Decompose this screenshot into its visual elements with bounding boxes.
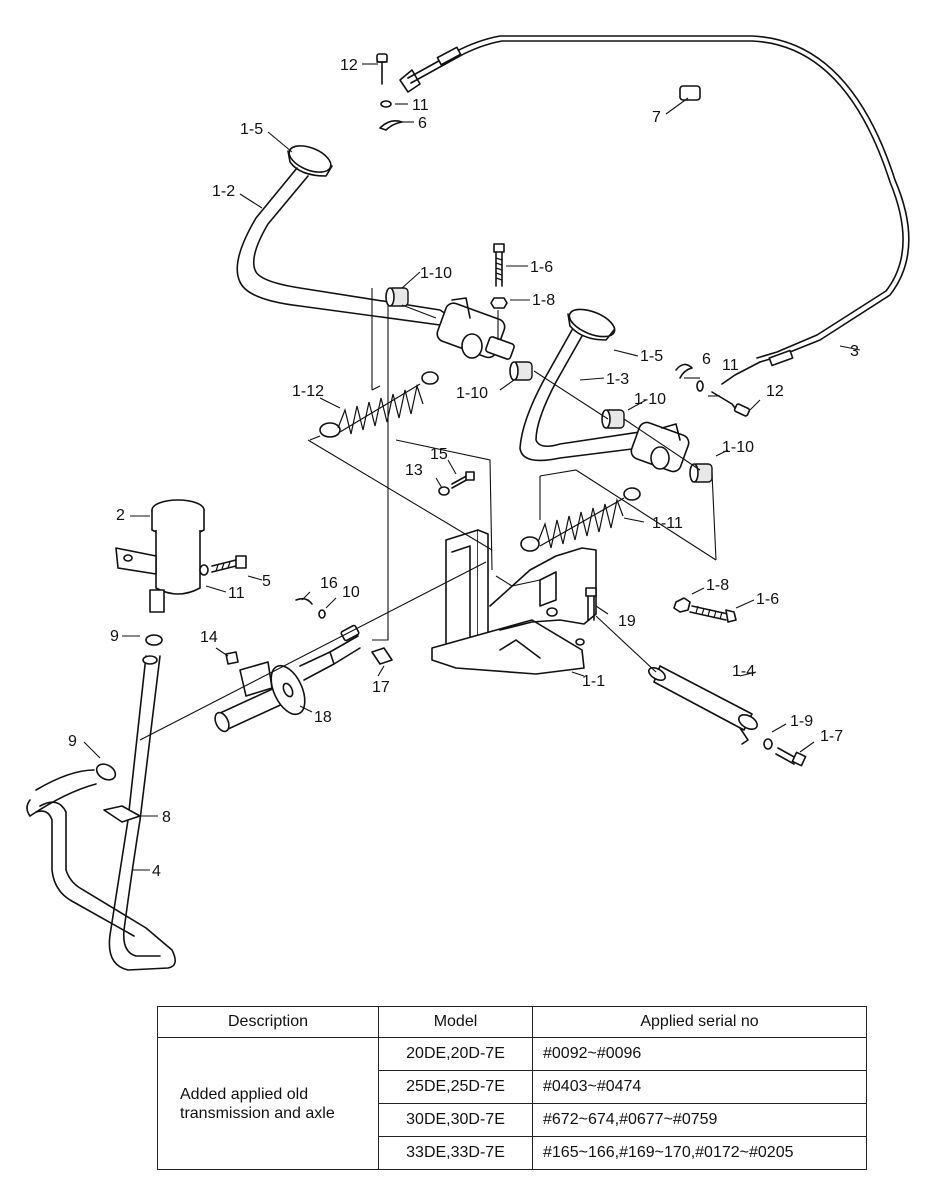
model-cell: 25DE,25D-7E bbox=[378, 1070, 533, 1104]
callout-1-3: 1-3 bbox=[606, 371, 629, 388]
callout-1-11: 1-11 bbox=[652, 515, 683, 532]
callout-7: 7 bbox=[652, 109, 661, 126]
callout-1-5-right: 1-5 bbox=[640, 348, 663, 365]
clutch-cable bbox=[399, 35, 910, 385]
return-spring-upper bbox=[319, 371, 439, 438]
callout-19: 19 bbox=[618, 613, 636, 630]
callout-12-top: 12 bbox=[340, 57, 358, 74]
callout-13: 13 bbox=[405, 462, 423, 479]
alignment-lines bbox=[139, 288, 717, 741]
callout-8: 8 bbox=[162, 809, 171, 826]
callout-11-right: 11 bbox=[722, 357, 739, 374]
callout-11-mid: 11 bbox=[228, 585, 245, 602]
header-description: Description bbox=[157, 1006, 379, 1038]
table-header-row: Description Model Applied serial no bbox=[157, 1006, 867, 1038]
callout-1-8-right: 1-8 bbox=[706, 577, 729, 594]
reservoir-bolt bbox=[199, 555, 247, 576]
callout-1-1: 1-1 bbox=[582, 673, 605, 690]
callout-5: 5 bbox=[262, 573, 271, 590]
callout-1-10-c: 1-10 bbox=[634, 391, 666, 408]
serial-cell: #165~166,#169~170,#0172~#0205 bbox=[532, 1136, 867, 1170]
callout-3: 3 bbox=[850, 343, 859, 360]
clutch-pedal-arm bbox=[236, 145, 515, 360]
callout-4: 4 bbox=[152, 863, 161, 880]
callout-1-6-right: 1-6 bbox=[756, 591, 779, 608]
callout-15: 15 bbox=[430, 446, 448, 463]
callout-1-8-top: 1-8 bbox=[532, 292, 555, 309]
top-bolt-and-nut bbox=[490, 243, 508, 309]
callout-1-9: 1-9 bbox=[790, 713, 813, 730]
header-serial: Applied serial no bbox=[532, 1006, 867, 1038]
pedal-bracket bbox=[431, 529, 597, 675]
callout-6-right: 6 bbox=[702, 351, 711, 368]
callout-10: 10 bbox=[342, 584, 360, 601]
top-pin-hardware bbox=[376, 53, 403, 131]
table-row: 33DE,33D-7E #165~166,#169~170,#0172~#020… bbox=[158, 1136, 867, 1170]
callout-14: 14 bbox=[200, 629, 218, 646]
description-cell: Added applied old transmission and axle bbox=[157, 1037, 379, 1170]
description-line: transmission and axle bbox=[180, 1104, 335, 1122]
side-bolt-and-nut bbox=[673, 597, 737, 623]
callout-1-10-a: 1-10 bbox=[420, 265, 452, 282]
callout-16: 16 bbox=[320, 575, 338, 592]
fluid-reservoir bbox=[115, 499, 205, 613]
callout-9-lower: 9 bbox=[68, 733, 77, 750]
leader-lines bbox=[83, 63, 861, 871]
callout-18: 18 bbox=[314, 709, 332, 726]
stop-bolt bbox=[585, 587, 597, 621]
table-row: Added applied old transmission and axle … bbox=[157, 1037, 867, 1170]
callout-2: 2 bbox=[116, 507, 125, 524]
serial-cell: #0092~#0096 bbox=[532, 1037, 867, 1071]
pedal-shaft bbox=[648, 665, 807, 767]
callout-1-7: 1-7 bbox=[820, 728, 843, 745]
callout-11-top: 11 bbox=[412, 97, 429, 114]
callout-1-10-b: 1-10 bbox=[456, 385, 488, 402]
description-line: Added applied old bbox=[180, 1085, 309, 1103]
callout-labels: 12 11 6 7 1-5 1-2 1-10 1-6 1-8 1-5 3 6 1… bbox=[68, 57, 859, 880]
callout-17: 17 bbox=[372, 679, 390, 696]
callout-1-4: 1-4 bbox=[732, 663, 755, 680]
brake-pedal-arm bbox=[519, 308, 690, 473]
exploded-view-diagram: 12 11 6 7 1-5 1-2 1-10 1-6 1-8 1-5 3 6 1… bbox=[26, 35, 910, 971]
callout-1-6-top: 1-6 bbox=[530, 259, 553, 276]
callout-12-right: 12 bbox=[766, 383, 784, 400]
clutch-hose bbox=[26, 634, 176, 971]
serial-cell: #0403~#0474 bbox=[532, 1070, 867, 1104]
applied-serial-table: Description Model Applied serial no Adde… bbox=[157, 1006, 867, 1170]
callout-6-top: 6 bbox=[418, 115, 427, 132]
model-cell: 33DE,33D-7E bbox=[378, 1136, 533, 1170]
header-model: Model bbox=[378, 1006, 533, 1038]
callout-1-12: 1-12 bbox=[292, 383, 324, 400]
callout-1-2: 1-2 bbox=[212, 183, 235, 200]
callout-1-5-left: 1-5 bbox=[240, 121, 263, 138]
return-spring-lower bbox=[520, 487, 641, 552]
washer-and-screw bbox=[438, 471, 475, 496]
model-cell: 30DE,30D-7E bbox=[378, 1103, 533, 1137]
callout-9-upper: 9 bbox=[110, 628, 119, 645]
model-cell: 20DE,20D-7E bbox=[378, 1037, 533, 1071]
master-cylinder bbox=[214, 597, 393, 733]
serial-cell: #672~674,#0677~#0759 bbox=[532, 1103, 867, 1137]
callout-1-10-d: 1-10 bbox=[722, 439, 754, 456]
